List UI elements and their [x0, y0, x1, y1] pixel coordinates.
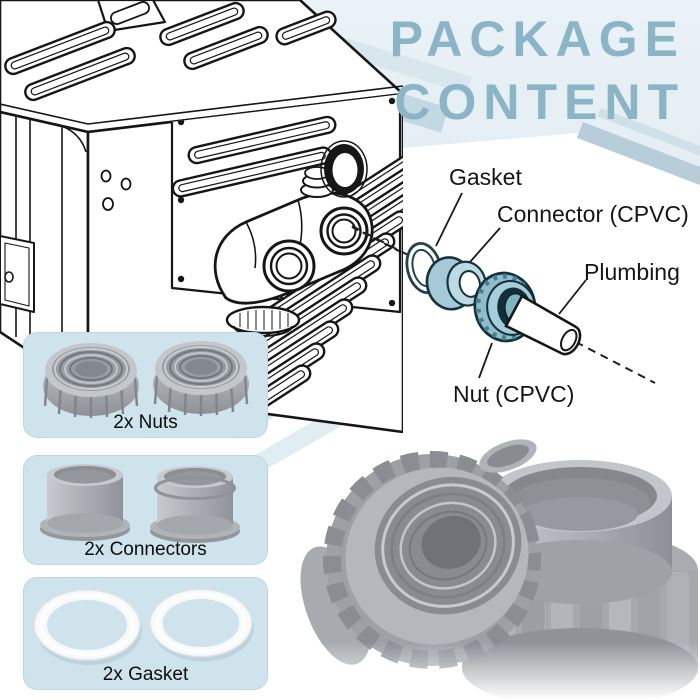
union-inner-threads	[381, 483, 515, 608]
heater-top-vent-slots	[4, 1, 337, 102]
heater-left-face	[0, 110, 90, 392]
plumbing-pipe-part	[504, 294, 582, 356]
package-item-label: 2x Nuts	[113, 412, 178, 433]
label-connector: Connector (CPVC)	[497, 201, 689, 227]
exploded-assembly-diagram	[351, 192, 656, 384]
heater-manifold	[213, 140, 403, 337]
union-fitting-angled	[300, 451, 541, 669]
panel-knockout-holes	[100, 169, 132, 211]
leader-lines	[435, 192, 587, 379]
manifold-port-left	[262, 239, 316, 293]
label-plumbing: Plumbing	[584, 259, 680, 285]
page-title-line2: CONTENT	[394, 74, 685, 130]
photo-bottom-fade	[280, 642, 700, 700]
page-title-line1: PACKAGE	[389, 11, 685, 67]
manifold-port-right	[319, 206, 369, 256]
package-item-label: 2x Connectors	[84, 539, 207, 560]
package-item-nuts: 2x Nuts	[23, 332, 268, 438]
union-fittings-photo	[280, 439, 700, 700]
gasket-leader-line	[435, 192, 463, 247]
connector-part	[425, 256, 487, 311]
connector-leader-line	[469, 227, 501, 263]
plumbing-leader-line	[558, 279, 587, 315]
nuts-photo	[41, 339, 251, 418]
connectors-photo	[40, 464, 240, 543]
nut-leader-line	[478, 342, 493, 379]
gaskets-photo	[32, 587, 256, 667]
manifold-base-hatch	[239, 310, 289, 330]
union-connector-end	[479, 439, 537, 473]
label-nut: Nut (CPVC)	[453, 381, 575, 407]
manifold-seal-ring	[320, 140, 368, 198]
package-item-connectors: 2x Connectors	[23, 455, 268, 565]
label-gasket: Gasket	[449, 164, 522, 190]
package-item-label: 2x Gasket	[102, 664, 189, 685]
package-item-gaskets: 2x Gasket	[23, 577, 268, 690]
page-title: PACKAGE CONTENT	[390, 8, 685, 134]
